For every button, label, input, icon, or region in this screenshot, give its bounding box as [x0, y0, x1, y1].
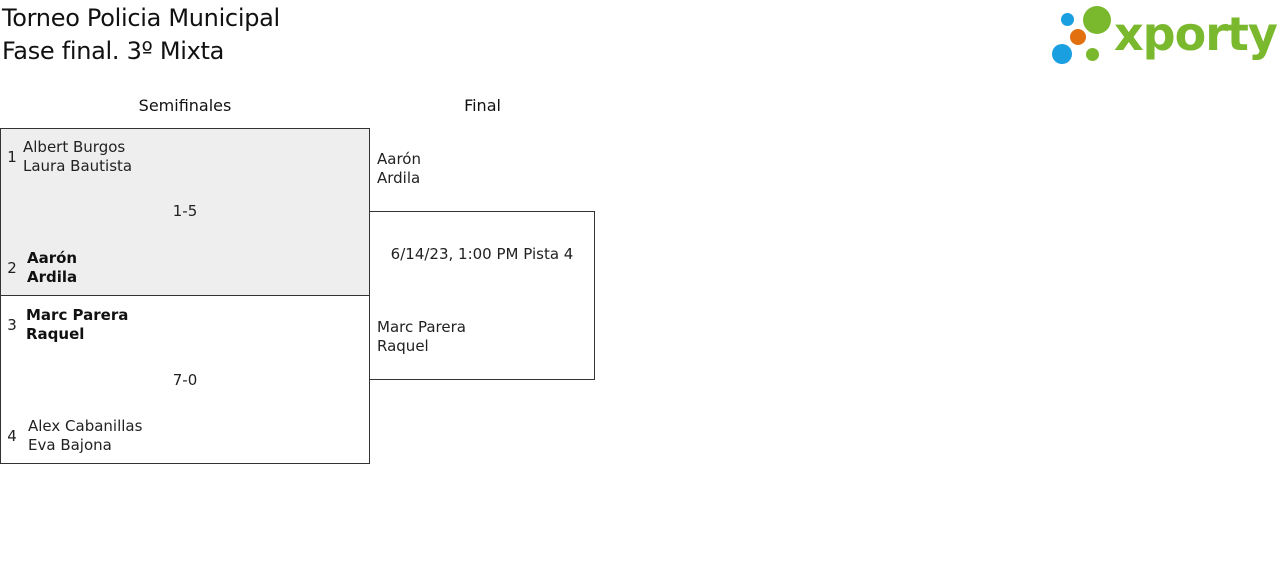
logo-dot-small-green — [1086, 48, 1099, 61]
player-name: Ardila — [27, 268, 78, 286]
player-name: Marc Parera — [377, 318, 466, 336]
match-score: 7-0 — [172, 371, 198, 389]
final-match[interactable]: 6/14/23, 1:00 PM Pista 4 Marc Parera Raq… — [369, 211, 595, 380]
semifinal-match-2[interactable]: 3 Marc Parera Raquel 7-0 4 Alex Cabanill… — [0, 295, 370, 464]
team-seed: 1 — [7, 147, 17, 166]
logo-dot-blue-bottom — [1052, 44, 1072, 64]
player-name: Albert Burgos — [23, 138, 126, 156]
logo-dot-orange — [1070, 29, 1086, 45]
logo-wordmark: xporty — [1114, 7, 1278, 61]
round-header-semifinals: Semifinales — [138, 96, 232, 115]
match-schedule: 6/14/23, 1:00 PM Pista 4 — [390, 245, 574, 263]
team-seed: 2 — [7, 258, 17, 277]
team-names-winner: Aarón Ardila — [27, 249, 77, 287]
team-row: 3 Marc Parera Raquel — [1, 306, 128, 344]
player-name: Laura Bautista — [23, 157, 133, 175]
player-name: Marc Parera — [26, 306, 129, 324]
semifinal-match-1[interactable]: 1 Albert Burgos Laura Bautista 1-5 2 Aar… — [0, 128, 370, 296]
xporty-logo[interactable]: xporty — [1050, 4, 1278, 66]
tournament-title: Torneo Policia Municipal Fase final. 3º … — [2, 2, 280, 68]
team-row: 4 Alex Cabanillas Eva Bajona — [1, 417, 142, 455]
team-names: Alex Cabanillas Eva Bajona — [28, 417, 142, 455]
final-team-2: Marc Parera Raquel — [377, 318, 466, 356]
final-team-1: Aarón Ardila — [377, 150, 421, 188]
team-names-winner: Marc Parera Raquel — [26, 306, 128, 344]
player-name: Aarón — [377, 150, 421, 168]
player-name: Raquel — [377, 337, 429, 355]
team-row: 1 Albert Burgos Laura Bautista — [1, 138, 132, 176]
title-line-2: Fase final. 3º Mixta — [2, 37, 225, 65]
title-line-1: Torneo Policia Municipal — [2, 4, 280, 32]
player-name: Eva Bajona — [28, 436, 112, 454]
player-name: Aarón — [27, 249, 78, 267]
team-seed: 3 — [7, 315, 17, 334]
player-name: Ardila — [377, 169, 421, 187]
match-score: 1-5 — [172, 202, 198, 220]
logo-dot-large-green — [1083, 6, 1111, 34]
team-names: Albert Burgos Laura Bautista — [23, 138, 132, 176]
round-header-final: Final — [464, 96, 501, 115]
player-name: Raquel — [26, 325, 85, 343]
logo-dot-blue-top — [1061, 13, 1074, 26]
team-row: 2 Aarón Ardila — [1, 249, 77, 287]
player-name: Alex Cabanillas — [28, 417, 143, 435]
team-seed: 4 — [7, 426, 17, 445]
